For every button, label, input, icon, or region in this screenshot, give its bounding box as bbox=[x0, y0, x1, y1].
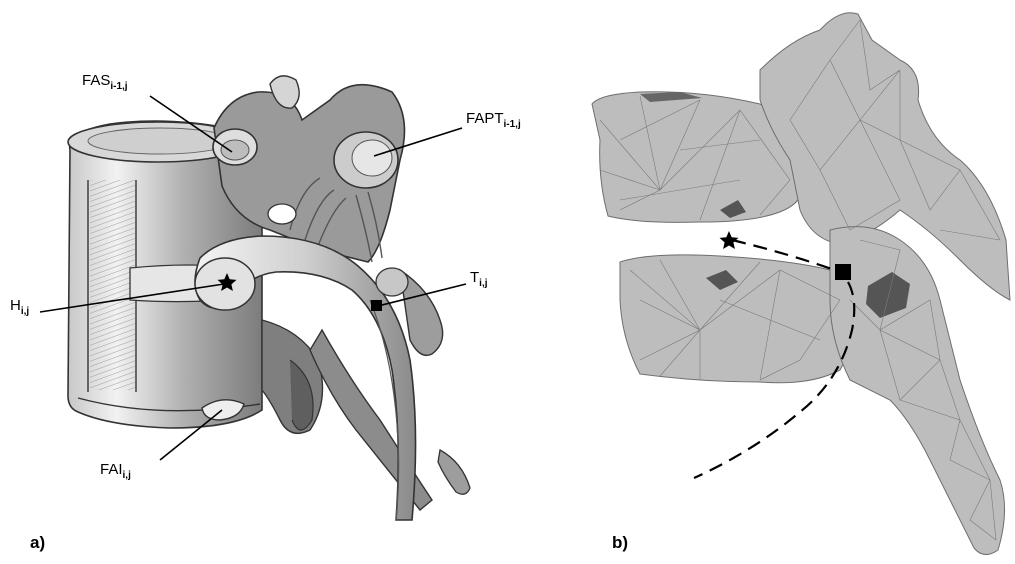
panel-a-tag: a) bbox=[30, 533, 45, 553]
label-fas-sub: i-1,j bbox=[110, 81, 127, 92]
label-fai-main: FAI bbox=[100, 461, 123, 478]
label-t-main: T bbox=[470, 269, 479, 286]
panel-b-mesh bbox=[592, 13, 1010, 555]
label-fas-main: FAS bbox=[82, 72, 110, 89]
lower-body bbox=[620, 255, 852, 383]
label-t: Ti,j bbox=[470, 270, 488, 289]
square-icon bbox=[835, 264, 851, 280]
panel-b-tag: b) bbox=[612, 533, 628, 553]
label-fapt-sub: i-1,j bbox=[504, 119, 521, 130]
label-fas: FASi-1,j bbox=[82, 73, 128, 92]
label-fai-sub: i,j bbox=[123, 470, 131, 481]
hatched-side bbox=[90, 180, 135, 390]
label-h-main: H bbox=[10, 297, 21, 314]
label-h: Hi,j bbox=[10, 298, 29, 317]
square-icon bbox=[371, 300, 382, 311]
label-fapt: FAPTi-1,j bbox=[466, 111, 521, 130]
label-fai: FAIi,j bbox=[100, 462, 131, 481]
label-h-sub: i,j bbox=[21, 306, 29, 317]
label-t-sub: i,j bbox=[479, 278, 487, 289]
star-icon bbox=[720, 231, 739, 249]
label-fapt-main: FAPT bbox=[466, 110, 504, 127]
